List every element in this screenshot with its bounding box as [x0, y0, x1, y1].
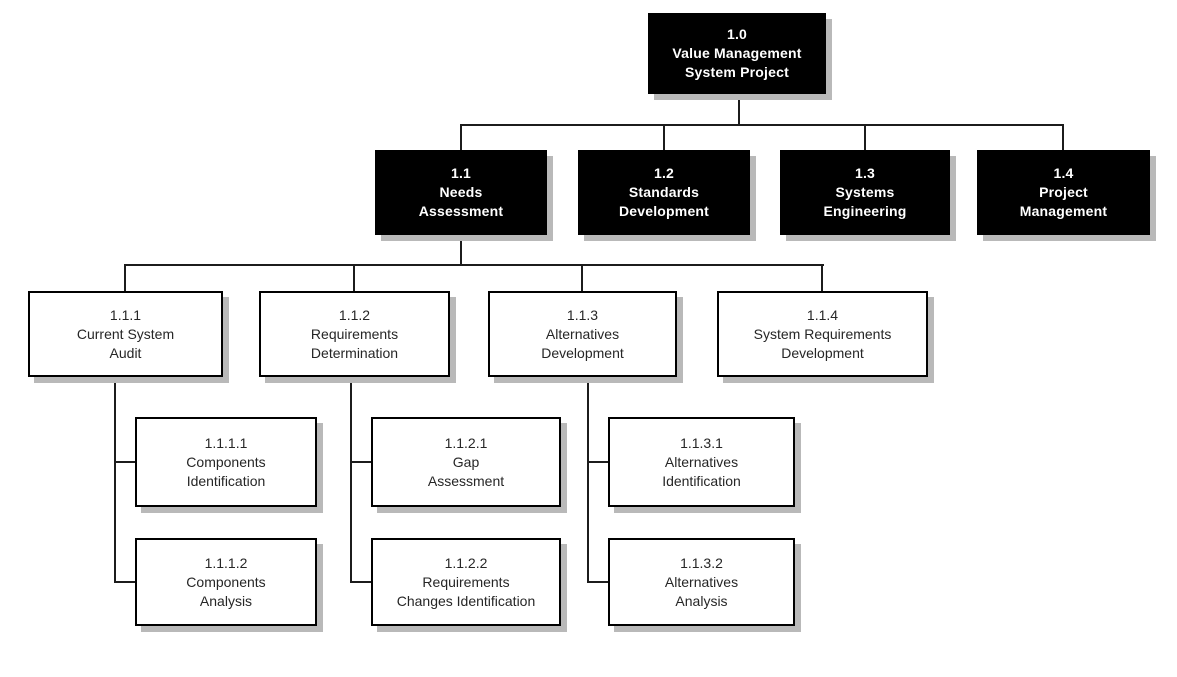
node-title-line: Requirements [422, 573, 510, 590]
connector-drop-1-1-1 [124, 264, 126, 292]
connector-drop-1-2 [663, 124, 665, 151]
wbs-node-1-1-1-2: 1.1.1.2 Components Analysis [135, 538, 317, 626]
node-title-line: Identification [186, 472, 266, 489]
node-title-line: Development [541, 344, 624, 361]
node-title-line: Audit [109, 344, 142, 361]
node-title-line: Value Management [672, 45, 802, 61]
connector-stub-1-1-1-2 [114, 581, 135, 583]
node-title-line: Identification [662, 472, 741, 489]
node-title-line: Gap [452, 453, 480, 470]
node-title-line: Changes Identification [396, 592, 536, 609]
node-code: 1.3 [854, 165, 876, 181]
node-title-line: Components [186, 453, 266, 470]
connector-drop-1-1-3 [581, 264, 583, 292]
node-code: 1.1.2.1 [444, 434, 488, 451]
node-title-line: Analysis [199, 592, 253, 609]
node-title-line: Assessment [427, 472, 505, 489]
connector-stub-1-1-1-1 [114, 461, 135, 463]
node-code: 1.1.4 [806, 306, 839, 323]
node-title-line: Alternatives [664, 453, 739, 470]
node-code: 1.1.3 [566, 306, 599, 323]
connector-trunk-1-1-3 [587, 377, 589, 583]
node-title-line: Analysis [675, 592, 728, 609]
node-code: 1.4 [1053, 165, 1074, 181]
wbs-node-1-1-1: 1.1.1 Current System Audit [28, 291, 223, 377]
wbs-node-1-1-2-2: 1.1.2.2 Requirements Changes Identificat… [371, 538, 561, 626]
node-title-line: Alternatives [664, 573, 739, 590]
wbs-node-1-4: 1.4 Project Management [977, 150, 1150, 235]
node-title-line: Systems [835, 184, 895, 200]
connector-stub-1-1-2-1 [350, 461, 371, 463]
wbs-node-1-1-1-1: 1.1.1.1 Components Identification [135, 417, 317, 507]
node-title-line: Current System [76, 325, 175, 342]
node-title-line: Requirements [310, 325, 399, 342]
connector-drop-1-1-2 [353, 264, 355, 292]
wbs-node-1-3: 1.3 Systems Engineering [780, 150, 950, 235]
node-code: 1.1.1.2 [204, 554, 248, 571]
node-title-line: Components [186, 573, 266, 590]
node-code: 1.1.2 [338, 306, 371, 323]
node-code: 1.1.3.1 [680, 434, 723, 451]
connector-riser-1-0 [738, 94, 740, 125]
node-title-line: Development [781, 344, 864, 361]
node-title-line: System Requirements [753, 325, 892, 342]
node-code: 1.2 [653, 165, 675, 181]
connector-drop-1-1 [460, 124, 462, 151]
node-title-line: System Project [685, 64, 789, 80]
node-title-line: Standards [628, 184, 700, 200]
node-code: 1.1.1.1 [204, 434, 248, 451]
wbs-node-1-1-3: 1.1.3 Alternatives Development [488, 291, 677, 377]
connector-bus-level3 [124, 264, 824, 266]
node-code: 1.0 [726, 26, 748, 42]
connector-trunk-1-1-1 [114, 377, 116, 583]
wbs-node-1-1-4: 1.1.4 System Requirements Development [717, 291, 928, 377]
wbs-node-1-2: 1.2 Standards Development [578, 150, 750, 235]
node-title-line: Engineering [823, 203, 907, 219]
wbs-node-1-1-2: 1.1.2 Requirements Determination [259, 291, 450, 377]
node-title-line: Project [1039, 184, 1088, 200]
wbs-node-1-1-3-2: 1.1.3.2 Alternatives Analysis [608, 538, 795, 626]
connector-stub-1-1-2-2 [350, 581, 371, 583]
connector-drop-1-1-4 [821, 264, 823, 292]
wbs-node-1-1-3-1: 1.1.3.1 Alternatives Identification [608, 417, 795, 507]
connector-drop-1-4 [1062, 124, 1064, 151]
node-code: 1.1.2.2 [444, 554, 488, 571]
wbs-node-1-1-2-1: 1.1.2.1 Gap Assessment [371, 417, 561, 507]
node-code: 1.1.3.2 [680, 554, 723, 571]
node-title-line: Development [618, 203, 710, 219]
node-code: 1.1 [450, 165, 472, 181]
node-code: 1.1.1 [109, 306, 142, 323]
connector-trunk-1-1-2 [350, 377, 352, 583]
node-title-line: Needs [439, 184, 483, 200]
node-title-line: Alternatives [545, 325, 620, 342]
connector-stub-1-1-3-2 [587, 581, 608, 583]
connector-riser-1-1 [460, 235, 462, 266]
connector-drop-1-3 [864, 124, 866, 151]
node-title-line: Management [1019, 203, 1108, 219]
wbs-node-1-1: 1.1 Needs Assessment [375, 150, 547, 235]
connector-stub-1-1-3-1 [587, 461, 608, 463]
node-title-line: Assessment [418, 203, 504, 219]
connector-bus-level2 [460, 124, 1064, 126]
node-title-line: Determination [310, 344, 399, 361]
wbs-node-1-0: 1.0 Value Management System Project [648, 13, 826, 94]
